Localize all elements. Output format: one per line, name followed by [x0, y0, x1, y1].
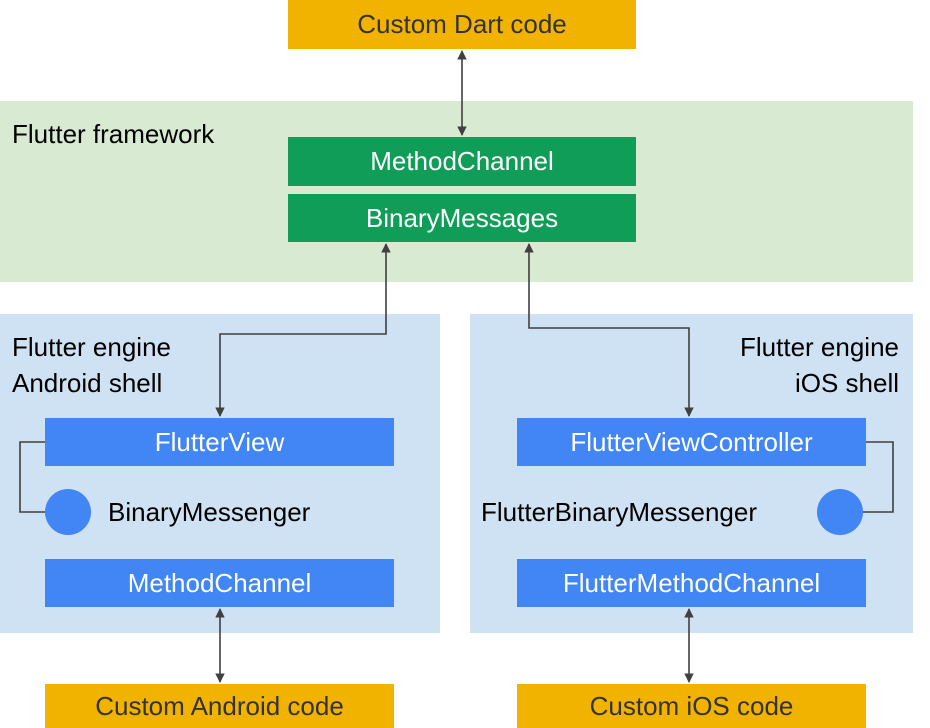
- custom-ios-code-box: Custom iOS code: [517, 684, 866, 728]
- framework-android-arrow: [215, 243, 391, 417]
- ios-title-line1: Flutter engine: [740, 332, 899, 362]
- custom-android-code-box: Custom Android code: [45, 684, 394, 728]
- framework-title: Flutter framework: [12, 119, 215, 149]
- android-flutter-view-box: FlutterView: [45, 418, 394, 466]
- android-binary-messenger-label: BinaryMessenger: [108, 497, 311, 527]
- framework-method-channel-box: MethodChannel: [288, 137, 636, 186]
- ios-method-channel-box: FlutterMethodChannel: [517, 559, 866, 607]
- android-messenger-bracket: [19, 441, 45, 513]
- ios-binary-messenger-label: FlutterBinaryMessenger: [481, 497, 757, 527]
- android-method-channel-box: MethodChannel: [45, 559, 394, 607]
- framework-binary-messages-box: BinaryMessages: [288, 194, 636, 242]
- flutter-framework-region: [0, 101, 913, 282]
- ios-title-line2: iOS shell: [794, 368, 899, 398]
- android-binary-messenger-circle: [45, 489, 91, 535]
- framework-ios-arrow: [524, 243, 694, 417]
- custom-dart-code-box: Custom Dart code: [288, 0, 636, 49]
- android-title-line2: Android shell: [12, 368, 163, 398]
- ios-messenger-bracket: [863, 441, 894, 513]
- ios-flutter-view-controller-box: FlutterViewController: [517, 418, 866, 466]
- android-title-line1: Flutter engine: [12, 332, 171, 362]
- ios-binary-messenger-circle: [817, 489, 863, 535]
